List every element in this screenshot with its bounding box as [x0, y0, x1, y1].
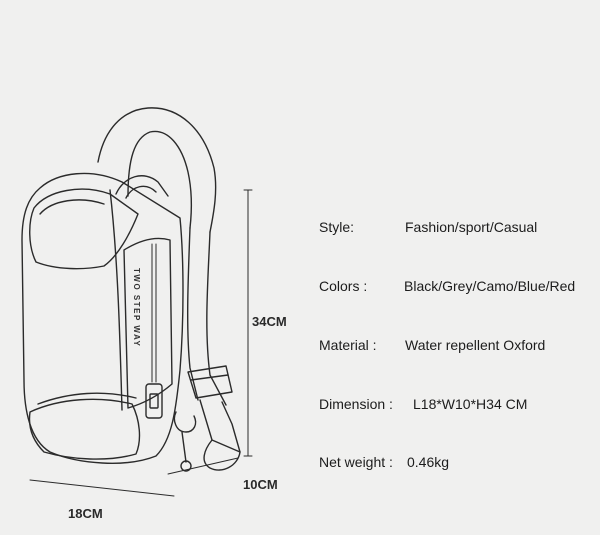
strap-top-loop	[97, 107, 217, 233]
depth-dim-line	[167, 457, 239, 475]
spec-value: Water repellent Oxford	[405, 337, 546, 353]
depth-dimension-label: 10CM	[243, 477, 278, 492]
strap-right-outer	[206, 231, 227, 406]
top-handle	[115, 175, 169, 197]
sling-bag-illustration: TWO STEP WAY	[21, 107, 253, 497]
spec-label: Dimension :	[319, 396, 393, 412]
spec-value: Black/Grey/Camo/Blue/Red	[404, 278, 576, 294]
bag-top-panel	[29, 188, 139, 270]
strap-buckle	[187, 365, 233, 399]
strap-lower	[199, 399, 241, 453]
spec-value: L18*W10*H34 CM	[413, 396, 528, 412]
lock-hook	[173, 411, 197, 433]
strap-right-inner	[186, 227, 199, 401]
bag-body-outline	[21, 172, 184, 464]
spec-value: Fashion/sport/Casual	[405, 219, 538, 235]
front-zipper-panel	[123, 237, 173, 409]
height-dimension-label: 34CM	[252, 314, 287, 329]
spec-label: Style:	[319, 219, 355, 235]
width-dim-line	[29, 479, 175, 497]
strap-top-inner	[127, 130, 193, 229]
spec-value: 0.46kg	[407, 454, 450, 470]
spec-label: Colors :	[319, 278, 368, 294]
brand-label: TWO STEP WAY	[132, 268, 141, 347]
spec-label: Net weight :	[319, 454, 393, 470]
usb-port	[145, 383, 163, 419]
width-dimension-label: 18CM	[68, 506, 103, 521]
bag-lower-panel	[28, 398, 141, 460]
spec-label: Material :	[319, 337, 377, 353]
